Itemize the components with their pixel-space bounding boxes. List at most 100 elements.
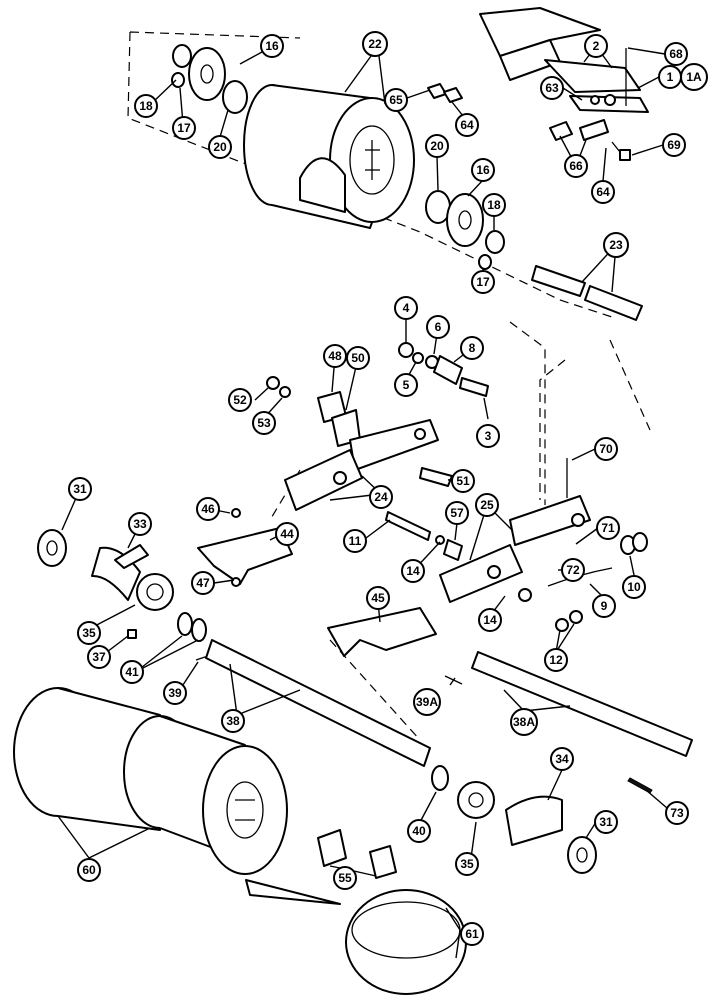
callout-63: 63 bbox=[540, 76, 564, 100]
callout-25: 25 bbox=[475, 493, 499, 517]
svg-text:24: 24 bbox=[374, 490, 388, 504]
callout-8: 8 bbox=[460, 336, 484, 360]
callout-50: 50 bbox=[346, 346, 370, 370]
svg-text:51: 51 bbox=[456, 474, 470, 488]
callout-5: 5 bbox=[394, 373, 418, 397]
callout-71: 71 bbox=[596, 516, 620, 540]
svg-text:39: 39 bbox=[168, 686, 182, 700]
callout-48: 48 bbox=[323, 344, 347, 368]
callout-14-left: 14 bbox=[401, 559, 425, 583]
svg-text:20: 20 bbox=[213, 140, 227, 154]
svg-text:33: 33 bbox=[133, 517, 147, 531]
callout-22: 22 bbox=[362, 31, 388, 57]
svg-text:17: 17 bbox=[476, 275, 490, 289]
callout-17-right: 17 bbox=[471, 270, 495, 294]
svg-text:1: 1 bbox=[667, 70, 674, 84]
callout-18-top: 18 bbox=[134, 94, 158, 118]
svg-text:5: 5 bbox=[403, 378, 410, 392]
svg-text:38: 38 bbox=[226, 714, 240, 728]
callout-11: 11 bbox=[343, 529, 367, 553]
callout-38: 38 bbox=[221, 709, 245, 733]
svg-text:57: 57 bbox=[450, 506, 464, 520]
callout-51: 51 bbox=[451, 469, 475, 493]
svg-text:18: 18 bbox=[487, 198, 501, 212]
pads-55 bbox=[317, 829, 397, 879]
callout-64-mid: 64 bbox=[455, 113, 479, 137]
callout-12: 12 bbox=[544, 648, 568, 672]
svg-text:46: 46 bbox=[201, 502, 215, 516]
callout-53: 53 bbox=[252, 411, 276, 435]
svg-text:12: 12 bbox=[549, 653, 563, 667]
callout-37: 37 bbox=[87, 645, 111, 669]
callout-20-right: 20 bbox=[425, 134, 449, 158]
svg-text:31: 31 bbox=[599, 815, 613, 829]
svg-text:64: 64 bbox=[596, 185, 610, 199]
svg-text:34: 34 bbox=[555, 752, 569, 766]
svg-text:60: 60 bbox=[82, 863, 96, 877]
left-drive-parts bbox=[37, 529, 215, 661]
callout-33: 33 bbox=[128, 512, 152, 536]
callout-69: 69 bbox=[662, 133, 686, 157]
svg-text:14: 14 bbox=[406, 564, 420, 578]
callout-45: 45 bbox=[366, 586, 390, 610]
svg-text:16: 16 bbox=[476, 163, 490, 177]
svg-text:31: 31 bbox=[73, 482, 87, 496]
callout-14-right: 14 bbox=[478, 608, 502, 632]
svg-text:50: 50 bbox=[351, 351, 365, 365]
svg-text:6: 6 bbox=[435, 320, 442, 334]
svg-text:37: 37 bbox=[92, 650, 106, 664]
callout-57: 57 bbox=[445, 501, 469, 525]
svg-text:61: 61 bbox=[465, 927, 479, 941]
svg-text:52: 52 bbox=[233, 393, 247, 407]
callout-60: 60 bbox=[77, 858, 101, 882]
shaft-23 bbox=[531, 265, 643, 321]
callout-31-right: 31 bbox=[594, 810, 618, 834]
upper-bearings-and-flanges bbox=[171, 44, 505, 270]
callout-23: 23 bbox=[603, 232, 629, 258]
svg-text:73: 73 bbox=[670, 806, 684, 820]
chain-bracket-assembly bbox=[479, 7, 649, 161]
callout-66: 66 bbox=[564, 154, 588, 178]
svg-text:71: 71 bbox=[601, 521, 615, 535]
lower-drum bbox=[13, 687, 288, 875]
plates-48-50 bbox=[317, 391, 361, 447]
callout-55: 55 bbox=[333, 866, 357, 890]
svg-text:2: 2 bbox=[593, 39, 600, 53]
callout-bubbles: 68 2 1 1A 63 69 64 66 16 22 65 64 18 17 … bbox=[68, 31, 708, 946]
svg-text:8: 8 bbox=[469, 341, 476, 355]
callout-38a: 38A bbox=[510, 708, 538, 736]
svg-text:66: 66 bbox=[569, 159, 583, 173]
svg-text:16: 16 bbox=[265, 39, 279, 53]
callout-16-right: 16 bbox=[471, 158, 495, 182]
callout-65: 65 bbox=[384, 88, 408, 112]
svg-text:35: 35 bbox=[82, 626, 96, 640]
callout-35-left: 35 bbox=[77, 621, 101, 645]
callout-10: 10 bbox=[622, 575, 646, 599]
svg-text:72: 72 bbox=[566, 563, 580, 577]
right-drive-parts bbox=[431, 765, 653, 874]
callout-46: 46 bbox=[196, 497, 220, 521]
callout-73: 73 bbox=[665, 801, 689, 825]
callout-16-top: 16 bbox=[260, 34, 284, 58]
bolt-spacer-hardware bbox=[385, 511, 463, 561]
svg-text:63: 63 bbox=[545, 81, 559, 95]
svg-text:68: 68 bbox=[669, 47, 683, 61]
svg-text:70: 70 bbox=[599, 442, 613, 456]
svg-text:10: 10 bbox=[627, 580, 641, 594]
callout-18-right: 18 bbox=[482, 193, 506, 217]
svg-text:41: 41 bbox=[125, 665, 139, 679]
shaft-38 bbox=[205, 639, 431, 767]
svg-text:53: 53 bbox=[257, 416, 271, 430]
callout-3: 3 bbox=[476, 424, 500, 448]
callout-35-right: 35 bbox=[455, 852, 479, 876]
callout-64-right: 64 bbox=[591, 180, 615, 204]
callout-40: 40 bbox=[407, 819, 431, 843]
svg-text:9: 9 bbox=[601, 599, 608, 613]
callout-31-left: 31 bbox=[68, 477, 92, 501]
svg-text:35: 35 bbox=[460, 857, 474, 871]
callout-17-top: 17 bbox=[172, 116, 196, 140]
shaft-38a bbox=[444, 651, 693, 757]
callout-70: 70 bbox=[594, 437, 618, 461]
arm-25 bbox=[439, 458, 648, 632]
